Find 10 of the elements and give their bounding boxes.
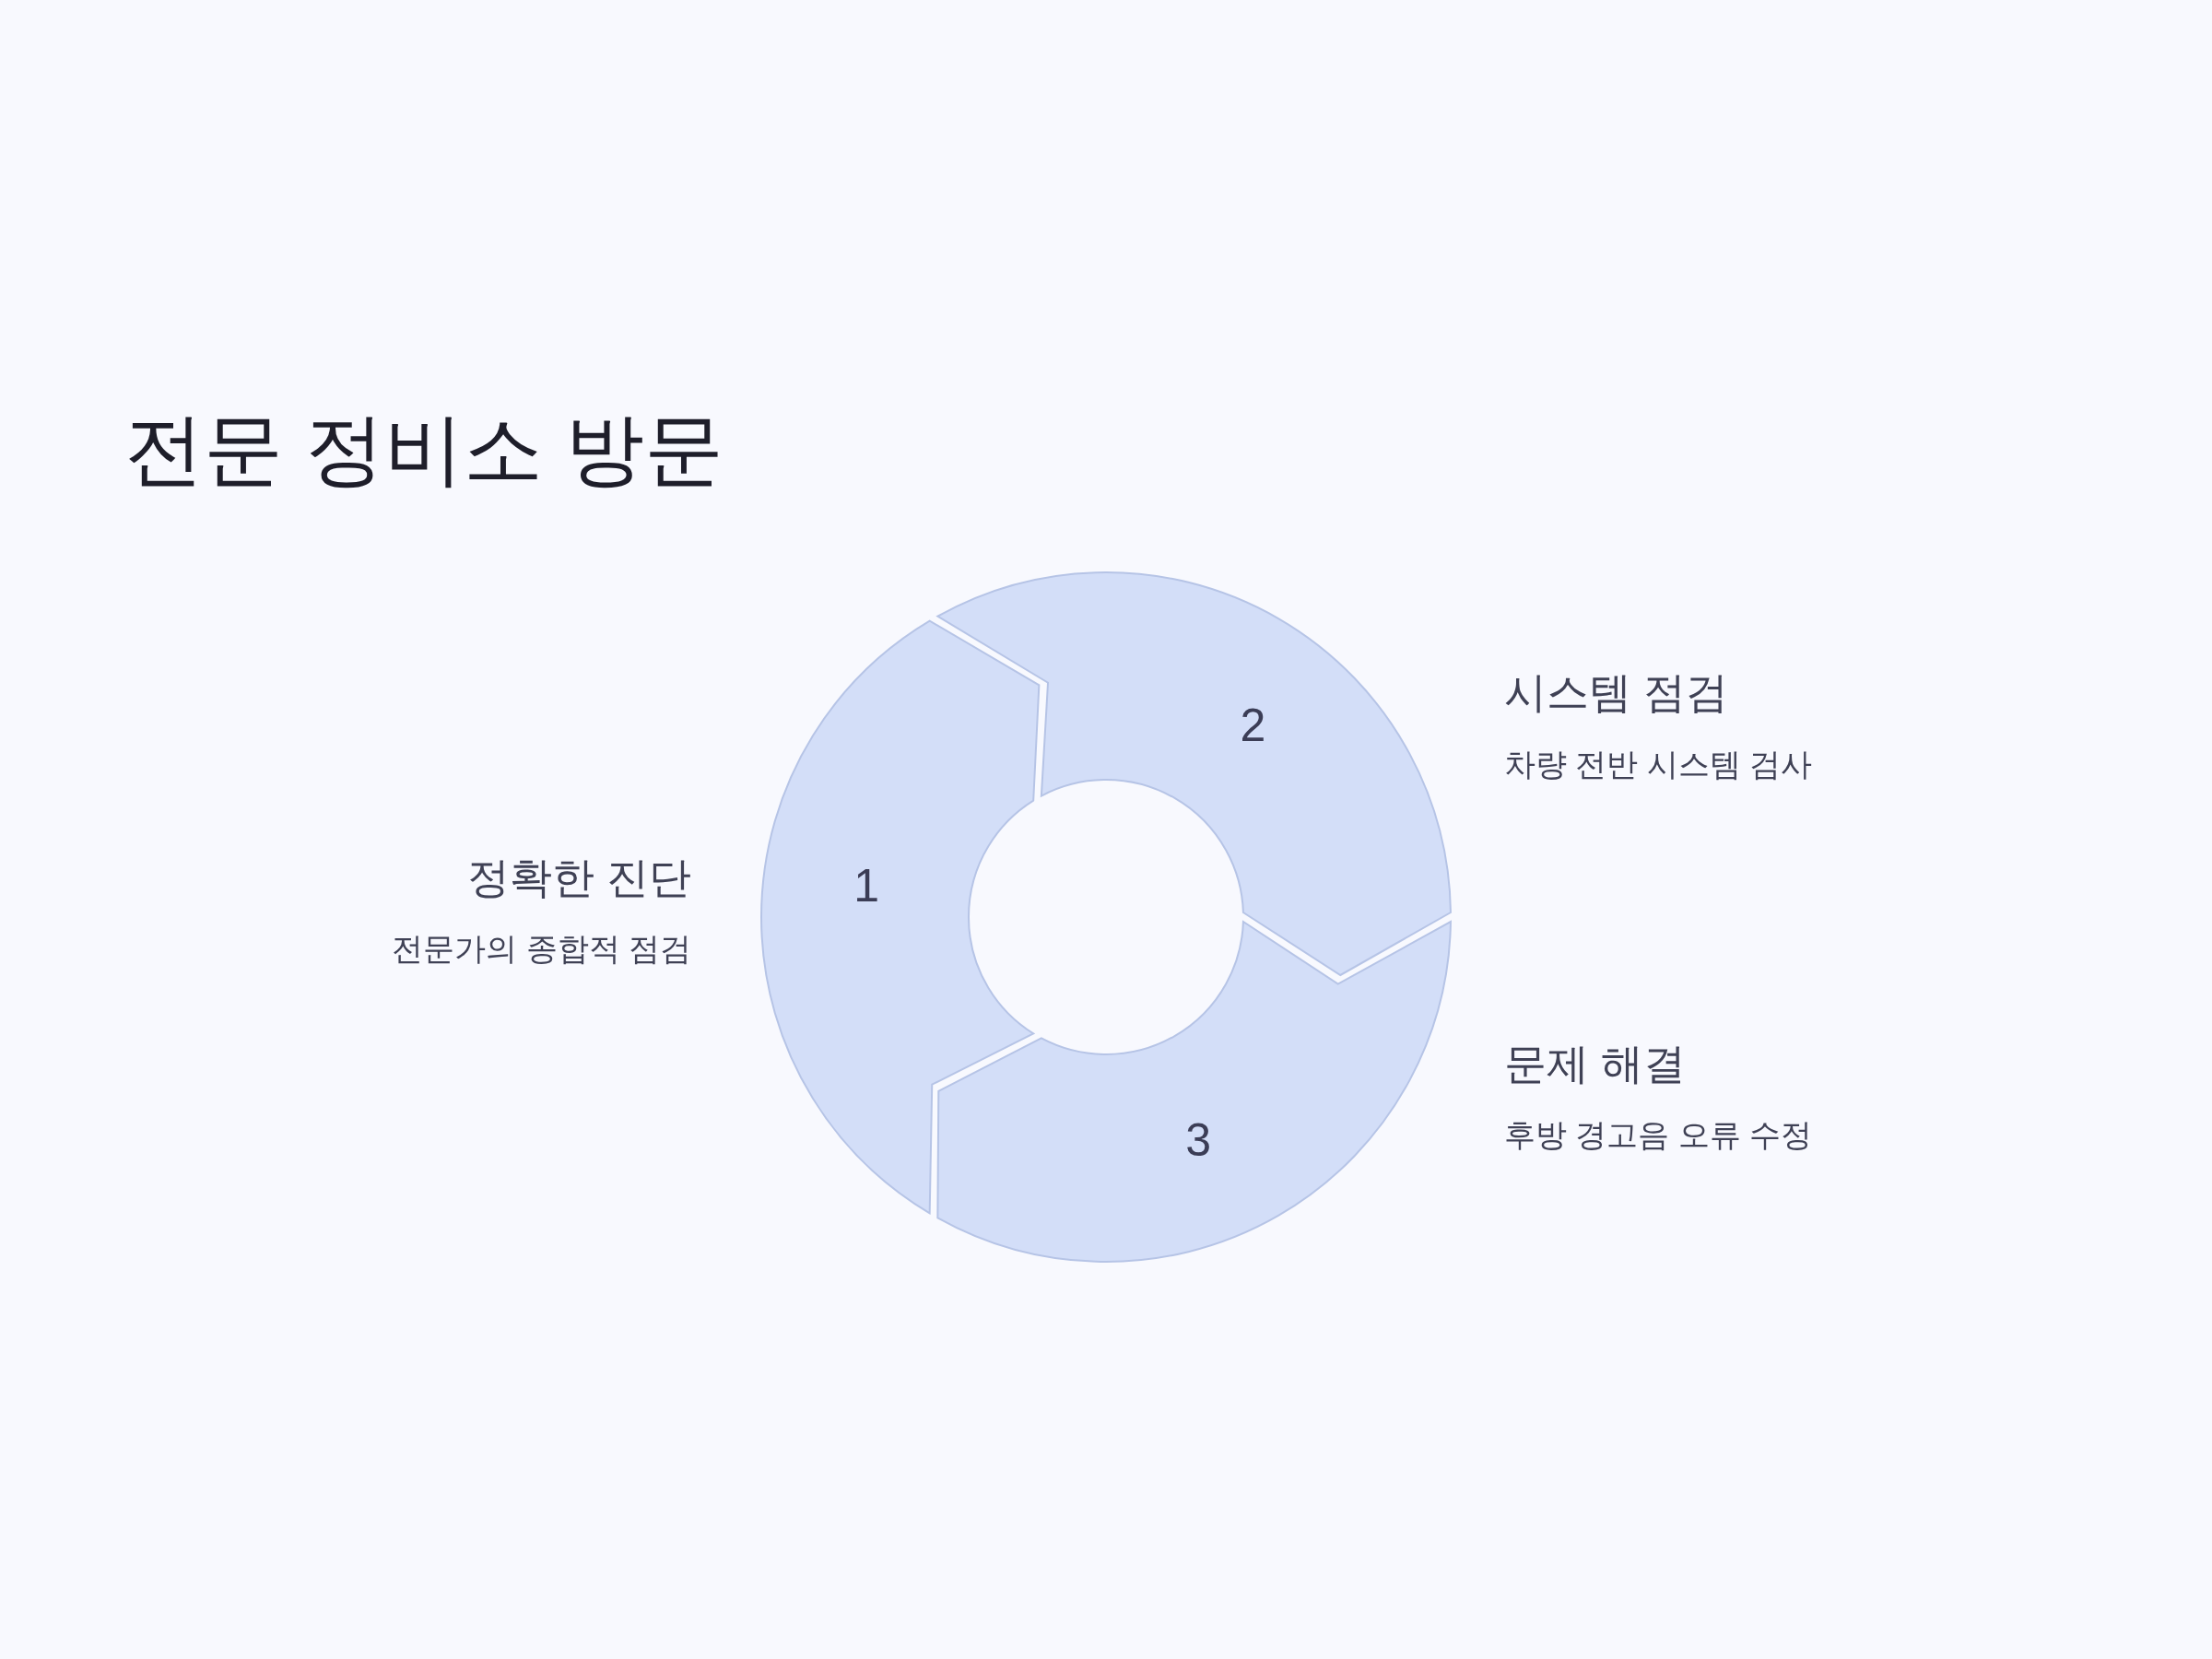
step-heading: 시스템 점검 xyxy=(1504,668,1728,716)
step-description: 차량 전반 시스템 검사 xyxy=(1504,747,1813,782)
step-description: 전문가의 종합적 점검 xyxy=(392,932,691,967)
step-number: 2 xyxy=(1240,702,1266,749)
step-description: 후방 경고음 오류 수정 xyxy=(1504,1118,1813,1153)
step-heading: 정확한 진단 xyxy=(467,853,691,901)
step-heading: 문제 해결 xyxy=(1504,1040,1686,1088)
step-number: 1 xyxy=(853,862,880,909)
diagram-title: 전문 정비소 방문 xyxy=(124,405,724,493)
step-number: 3 xyxy=(1185,1117,1212,1164)
